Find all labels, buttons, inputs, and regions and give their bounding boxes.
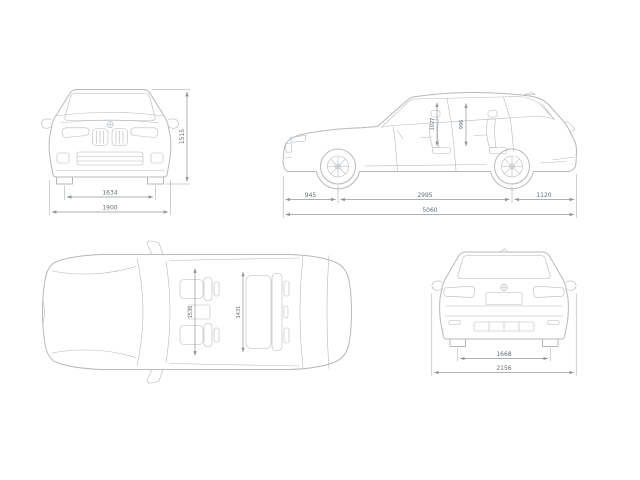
dim-rear-track: 1668	[457, 348, 551, 362]
front-hood-lines	[55, 111, 165, 124]
front-side-intake-left	[56, 152, 70, 164]
top-rear-window-lines	[299, 255, 330, 369]
dim-side-headroom-front: 1027	[430, 102, 439, 146]
rear-wheel-left	[449, 338, 466, 347]
rear-wheel-right	[542, 338, 559, 347]
top-hood-creases	[42, 266, 137, 358]
front-side-intake-right	[150, 152, 164, 164]
dim-side-wheelbase-value: 2995	[417, 192, 432, 199]
dim-side-overall-length-value: 5060	[422, 207, 437, 214]
dim-top-width-front-value: 1536	[188, 306, 194, 319]
rear-body-outline	[439, 251, 569, 340]
rear-license-plate	[485, 292, 523, 305]
rear-mirrors	[431, 280, 577, 291]
front-headlights	[61, 127, 159, 138]
side-pillars	[446, 97, 554, 124]
front-mirrors	[41, 118, 179, 129]
side-front-grille	[284, 142, 293, 159]
dim-top-width-rear-value: 1431	[236, 306, 242, 319]
rear-window	[457, 255, 551, 279]
dim-front-height: 1515	[152, 89, 190, 185]
dim-rear-track-value: 1668	[496, 351, 511, 358]
side-body-outline	[282, 91, 577, 190]
rear-view: 1668 2156	[431, 248, 577, 376]
side-view: 1027 996 945 2995 1120 5060	[282, 91, 577, 218]
side-front-wheel	[320, 148, 356, 185]
top-mirrors	[147, 240, 164, 384]
side-front-seat	[429, 110, 451, 154]
dim-top-interior-width-front: 1536	[188, 268, 197, 356]
dim-front-height-value: 1515	[179, 129, 186, 144]
front-wheel-left	[56, 176, 73, 185]
dim-top-interior-width-rear: 1431	[236, 272, 245, 352]
top-body-outline	[42, 254, 352, 370]
side-taillight	[551, 121, 576, 161]
front-windshield	[64, 93, 156, 121]
front-kidney-grille-left	[92, 128, 109, 146]
front-kidney-grille-right	[111, 128, 128, 146]
dim-side-headroom-front-value: 1027	[430, 118, 436, 131]
side-rear-seat	[486, 110, 507, 154]
rear-reflector-left	[448, 320, 461, 325]
dim-front-track-value: 1634	[102, 190, 117, 197]
rear-antenna-fin	[500, 248, 508, 253]
side-antenna-fin	[523, 92, 536, 96]
side-door-lines	[393, 120, 514, 172]
side-steering-wheel	[396, 129, 404, 140]
dim-side-headroom-rear-value: 996	[459, 120, 465, 130]
front-brand-roundel-icon	[106, 121, 114, 128]
top-roof-rails	[169, 257, 300, 367]
top-rear-bench	[245, 273, 290, 351]
top-front-seats	[179, 277, 220, 347]
side-character-lines	[364, 161, 567, 167]
side-rear-wheel	[494, 148, 530, 185]
dim-rear-width-mirrors-value: 2156	[496, 365, 511, 372]
front-body-outline	[48, 89, 172, 178]
top-view: 1536 1431	[42, 240, 352, 384]
top-car-drawing	[42, 240, 352, 384]
rear-taillights	[443, 285, 565, 298]
dim-front-width-value: 1900	[102, 205, 117, 212]
rear-diffuser-slats	[488, 321, 520, 332]
dim-side-lower: 945 2995 1120 5060	[282, 174, 577, 218]
top-windshield-lines	[136, 258, 171, 366]
front-view: 1634 1900 1515	[41, 89, 190, 215]
front-lower-intake	[76, 151, 144, 166]
side-car-drawing	[282, 91, 577, 190]
dim-side-rear-overhang-value: 1120	[536, 192, 551, 199]
side-headlight	[290, 135, 307, 143]
dim-rear-overall-width: 2156	[431, 293, 577, 376]
dim-front-track: 1634	[64, 185, 156, 200]
side-glasshouse	[381, 96, 555, 128]
front-wheel-right	[147, 176, 164, 185]
rear-brand-roundel-icon	[500, 283, 508, 291]
dim-side-headroom-rear: 996	[459, 103, 468, 146]
rear-reflector-right	[547, 320, 560, 325]
front-grille-slats	[96, 130, 124, 144]
front-intake-mesh	[76, 156, 144, 162]
dim-side-front-overhang-value: 945	[305, 192, 317, 199]
dim-front-overall-width: 1900	[49, 180, 171, 215]
rear-car-drawing	[431, 248, 577, 347]
front-car-drawing	[41, 89, 179, 185]
